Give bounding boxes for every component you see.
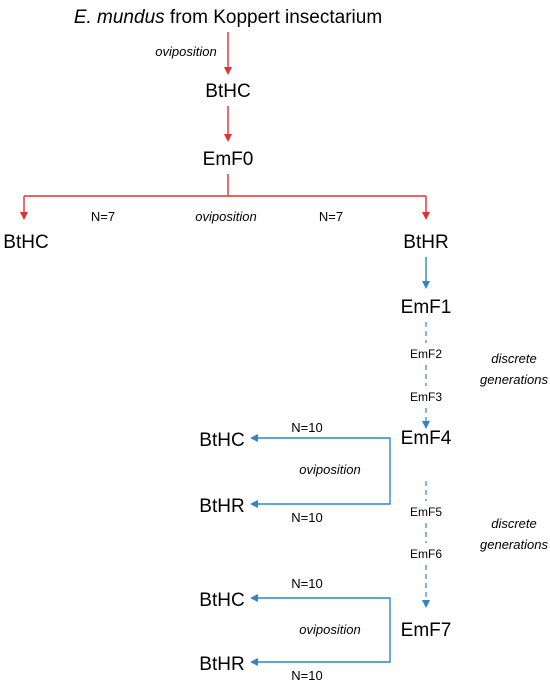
oviposition-label-top: oviposition [155,44,216,59]
source-title: E. mundus from Koppert insectarium [74,7,382,28]
bracket-emf7 [258,597,391,663]
node-emf4: EmF4 [401,428,452,449]
node-bthr-mid: BtHR [199,496,244,517]
arrowhead-blue [250,500,258,508]
node-bthr-low: BtHR [199,654,244,675]
node-emf2: EmF2 [410,347,442,361]
oviposition-label-mid: oviposition [299,462,360,477]
node-bthr-right: BtHR [403,232,448,253]
node-emf1: EmF1 [401,297,452,318]
species-name: E. mundus [74,7,165,28]
arrowhead-blue [422,421,430,429]
node-emf6: EmF6 [410,547,442,561]
arrowhead-red [20,212,28,220]
arrowhead-blue [422,281,430,289]
arrowhead-blue [250,658,258,666]
discrete-label-1-line1: discrete [491,351,537,366]
discrete-label-1-line2: generations [480,372,548,387]
oviposition-label-low: oviposition [299,622,360,637]
arrowhead-red [422,212,430,220]
node-bthc-low: BtHC [199,590,244,611]
count-n10-c: N=10 [291,576,322,591]
arrowhead-blue [250,434,258,442]
node-bthc-mid: BtHC [199,430,244,451]
arrowhead-red [224,134,232,142]
node-bthc-top: BtHC [205,81,250,102]
node-bthc-left: BtHC [3,232,48,253]
arrowhead-blue [250,594,258,602]
arrowhead-blue [422,600,430,608]
discrete-label-2-line2: generations [480,537,548,552]
source-name: from Koppert insectarium [165,7,383,28]
count-n10-b: N=10 [291,510,322,525]
oviposition-label-split: oviposition [195,209,256,224]
discrete-label-2-line1: discrete [491,516,537,531]
count-n7-right: N=7 [319,209,343,224]
arrowhead-red [224,67,232,75]
node-emf7: EmF7 [401,620,452,641]
node-emf5: EmF5 [410,505,442,519]
count-n7-left: N=7 [91,209,115,224]
node-emf3: EmF3 [410,390,442,404]
count-n10-d: N=10 [291,668,322,683]
count-n10-a: N=10 [291,420,322,435]
node-emf0: EmF0 [203,149,254,170]
bracket-emf4 [258,437,391,505]
